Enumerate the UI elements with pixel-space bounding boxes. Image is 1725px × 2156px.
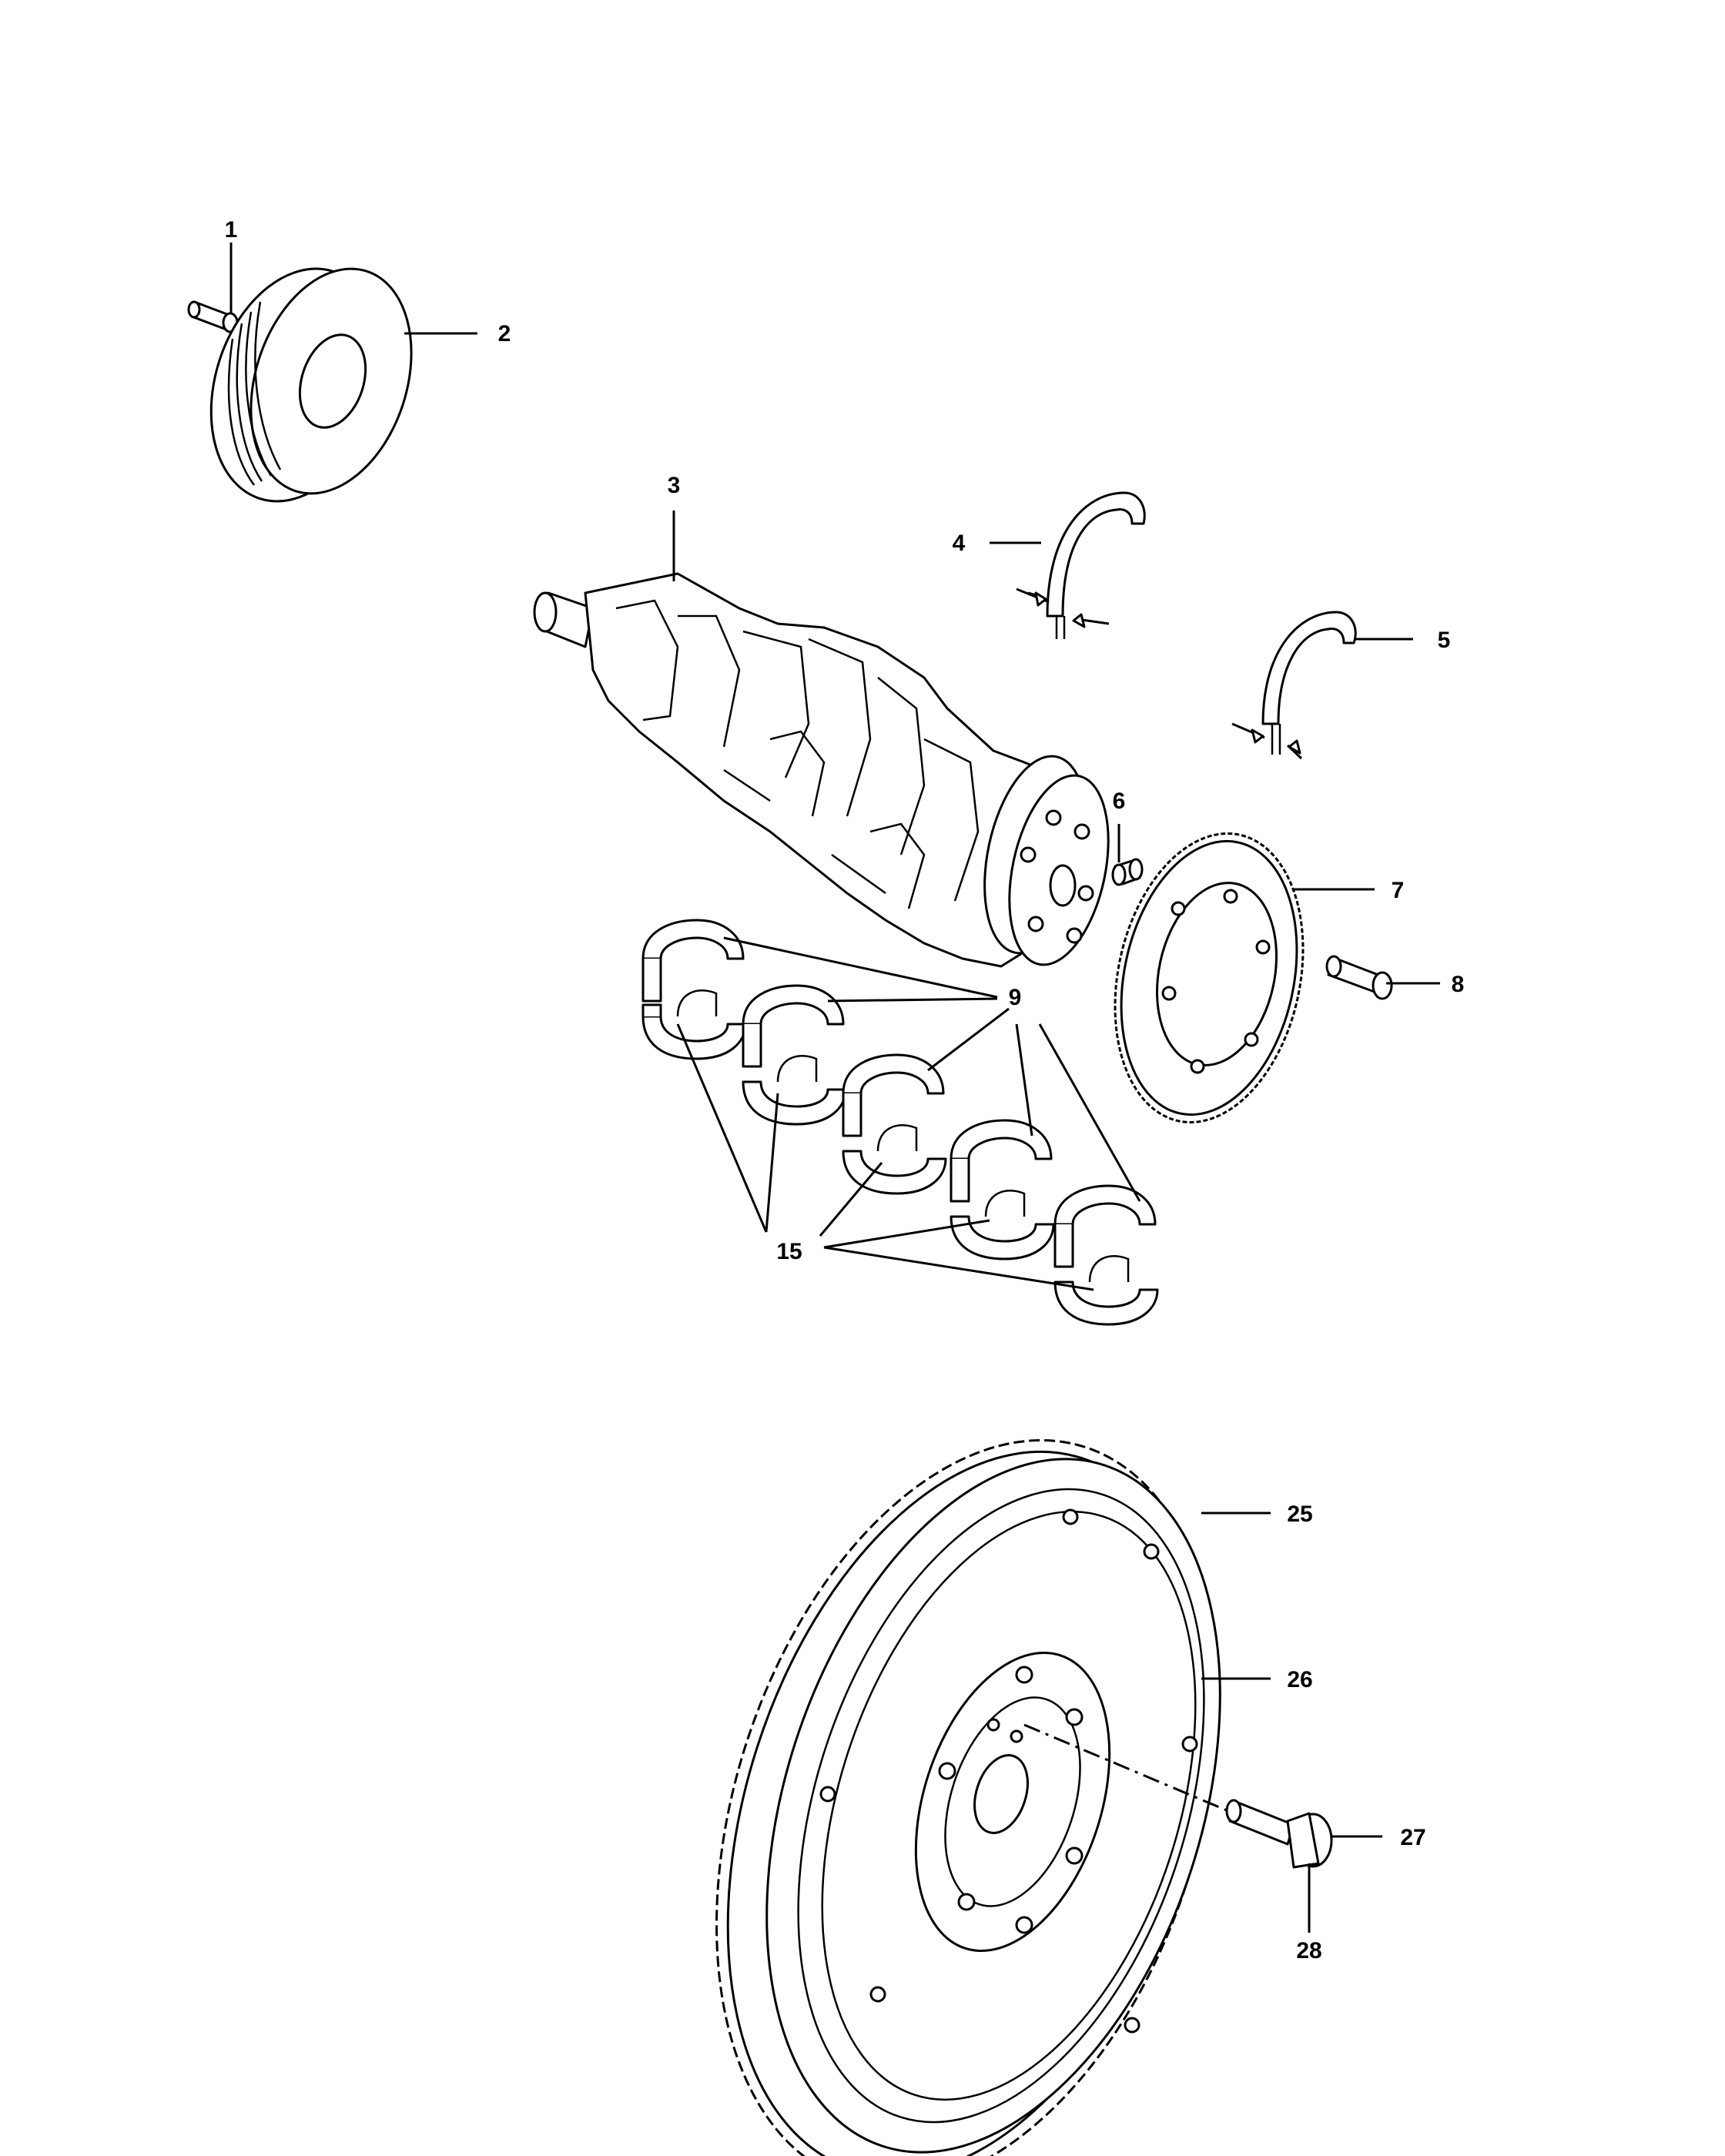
thrust-washer-lower [1231,611,1357,760]
callout-labels: 1 2 3 4 5 6 7 8 9 15 25 26 27 28 [225,217,1465,1964]
bearing-shell-set [641,919,1159,1326]
bearing-shell-pair-1 [641,919,747,1060]
callout-4: 4 [953,531,966,556]
flywheel [715,1439,1221,2156]
timing-gear [1114,832,1305,1123]
callout-28: 28 [1296,1938,1321,1964]
pulley-bolt [187,300,239,333]
callout-9: 9 [1009,985,1022,1010]
gear-bolt [1325,955,1393,1000]
bearing-shell-pair-5 [1053,1184,1159,1326]
callout-6: 6 [1113,788,1126,814]
bearing-shell-pair-4 [950,1119,1055,1260]
bearing-shell-pair-2 [742,984,847,1126]
leader-lines [229,243,1440,1933]
dowel-pin [1111,858,1144,886]
callout-8: 8 [1452,972,1465,997]
crankshaft [533,572,1110,968]
callout-1: 1 [225,217,238,243]
callout-27: 27 [1400,1825,1425,1850]
thrust-washer-upper [1016,491,1146,639]
callout-7: 7 [1392,878,1405,903]
callout-5: 5 [1438,628,1451,653]
callout-26: 26 [1287,1667,1312,1692]
crankshaft-pulley [209,267,413,503]
flywheel-bolt [1225,1799,1333,1869]
bearing-shell-pair-3 [842,1053,947,1195]
callout-2: 2 [498,321,511,346]
callout-25: 25 [1287,1502,1312,1527]
callout-3: 3 [668,473,681,498]
callout-15: 15 [776,1239,802,1264]
